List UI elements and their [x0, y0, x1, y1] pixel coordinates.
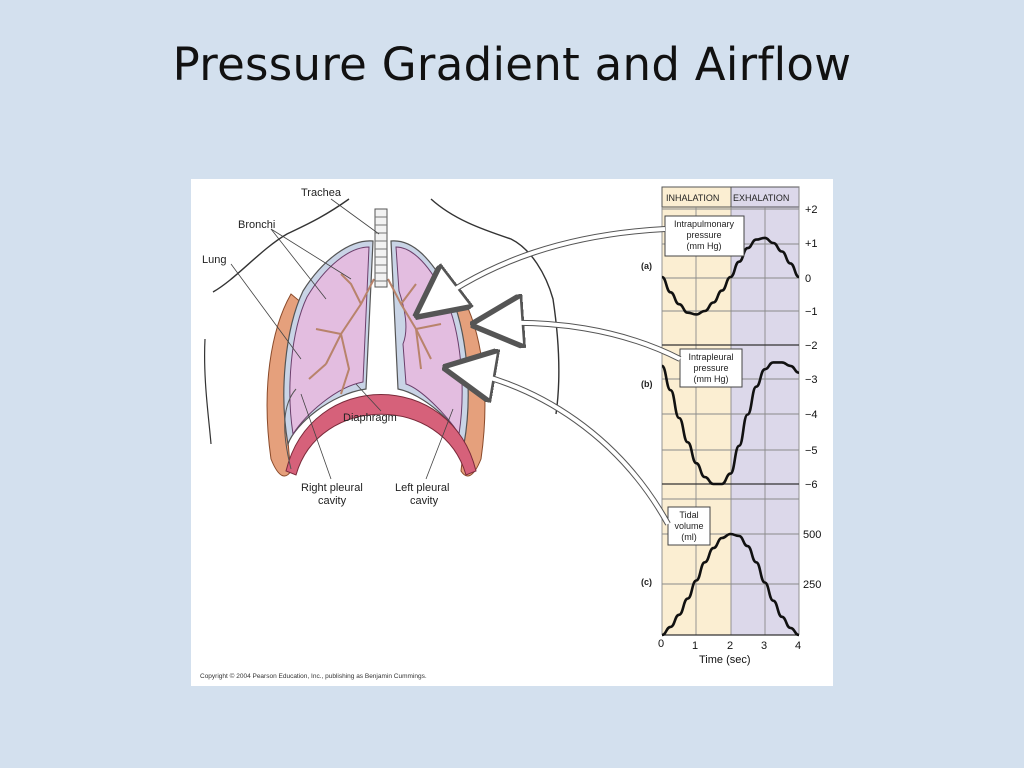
panel-label-b: (b): [641, 379, 653, 389]
phase-exhalation-label: EXHALATION: [733, 193, 789, 203]
ytick-b-0: −3: [805, 374, 818, 386]
callout-b-line1: Intrapleural: [688, 352, 733, 362]
xtick-2: 2: [727, 640, 733, 652]
label-diaphragm: Diaphragm: [343, 412, 397, 424]
yticks-a: +2 +1 0 −1 −2: [805, 204, 818, 352]
ytick-b-1: −4: [805, 409, 818, 421]
callout-b: Intrapleural pressure (mm Hg): [679, 348, 743, 388]
callout-c: Tidal volume (ml): [667, 506, 711, 546]
arrow-c-outline: [453, 369, 671, 526]
right-lung: [289, 246, 370, 436]
ytick-b-3: −6: [805, 479, 818, 491]
callout-a-line3: (mm Hg): [687, 241, 722, 251]
panel-label-c: (c): [641, 577, 652, 587]
figure-panel: Trachea Bronchi Lung Diaphragm Right ple…: [191, 179, 833, 686]
callout-b-line3: (mm Hg): [694, 374, 729, 384]
body-outline: [212, 198, 350, 293]
callout-a: Intrapulmonary pressure (mm Hg): [664, 215, 745, 257]
label-right-pleural-line1: Right pleural: [301, 482, 363, 494]
label-trachea: Trachea: [301, 187, 342, 199]
inhalation-band: [662, 187, 731, 635]
xtick-1: 1: [692, 640, 698, 652]
xtick-0: 0: [658, 638, 664, 650]
label-left-pleural-line2: cavity: [410, 495, 439, 507]
bronchial-tree: [308, 273, 442, 395]
curve-intrapleural: [661, 361, 800, 486]
xtick-3: 3: [761, 640, 767, 652]
anatomy-illustration: Trachea Bronchi Lung Diaphragm Right ple…: [202, 187, 560, 507]
callout-c-line2: volume: [674, 521, 703, 531]
ytick-c-0: 500: [803, 529, 821, 541]
label-right-pleural-line2: cavity: [318, 495, 347, 507]
ytick-a-0: +2: [805, 204, 818, 216]
ytick-a-4: −2: [805, 340, 818, 352]
label-bronchi: Bronchi: [238, 219, 275, 231]
ytick-a-1: +1: [805, 238, 818, 250]
callout-c-line1: Tidal: [679, 510, 698, 520]
figure-svg: Trachea Bronchi Lung Diaphragm Right ple…: [200, 186, 821, 680]
callout-b-line2: pressure: [693, 363, 728, 373]
xtick-4: 4: [795, 640, 801, 652]
copyright-text: Copyright © 2004 Pearson Education, Inc.…: [200, 672, 427, 680]
graph-panel: INHALATION EXHALATION (: [641, 186, 821, 666]
phase-inhalation-label: INHALATION: [666, 193, 719, 203]
curve-tidal-volume: [661, 532, 800, 637]
ytick-b-2: −5: [805, 445, 818, 457]
trachea-shape: [374, 208, 388, 288]
x-axis-label: Time (sec): [699, 654, 751, 666]
panel-label-a: (a): [641, 261, 652, 271]
ytick-c-1: 250: [803, 579, 821, 591]
xticks: 0 1 2 3 4: [658, 638, 801, 652]
callout-a-line2: pressure: [686, 230, 721, 240]
ytick-a-2: 0: [805, 273, 811, 285]
diaphragm-shape: [285, 394, 477, 476]
yticks-b: −3 −4 −5 −6: [805, 374, 818, 491]
connector-arrows: [423, 226, 682, 526]
label-left-pleural-line1: Left pleural: [395, 482, 449, 494]
yticks-c: 500 250: [803, 529, 821, 591]
callout-a-line1: Intrapulmonary: [674, 219, 735, 229]
ytick-a-3: −1: [805, 306, 818, 318]
slide-title: Pressure Gradient and Airflow: [172, 38, 852, 91]
label-lung: Lung: [202, 254, 226, 266]
callout-c-line3: (ml): [681, 532, 697, 542]
curve-intrapulmonary: [661, 236, 800, 316]
